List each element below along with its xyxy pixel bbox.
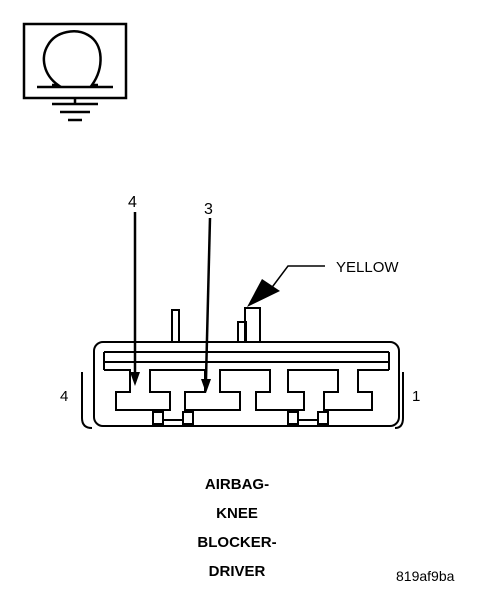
connector-end-label-left: 4 xyxy=(60,388,68,405)
yellow-latch xyxy=(244,307,261,343)
pin-callouts xyxy=(130,212,325,393)
connector-end-label-right: 1 xyxy=(412,388,420,405)
connector-right-lip xyxy=(394,372,404,429)
ohmmeter-ground-icon xyxy=(22,22,128,122)
wire-color-label: YELLOW xyxy=(336,259,399,276)
caption-line-4: DRIVER xyxy=(208,563,266,580)
pin-4-arrowhead xyxy=(130,372,140,386)
locking-tab xyxy=(317,411,329,425)
pin-3-arrow-line xyxy=(204,217,212,380)
figure-id: 819af9ba xyxy=(396,568,455,584)
pin-callout-right-label: 3 xyxy=(204,201,213,218)
caption-line-1: AIRBAG- xyxy=(204,476,270,493)
pin-callout-left-label: 4 xyxy=(128,194,137,211)
yellow-leader-arrowhead xyxy=(247,279,280,307)
locking-tab xyxy=(152,411,164,425)
connector-outer-shell xyxy=(93,341,400,427)
yellow-latch-step xyxy=(237,321,247,343)
pin-3-arrowhead xyxy=(201,379,211,393)
locking-tab xyxy=(182,411,194,425)
connector-left-lip xyxy=(81,372,93,429)
locking-tab xyxy=(287,411,299,425)
terminal-cavities xyxy=(104,369,389,411)
omega-symbol xyxy=(42,30,102,87)
caption-line-2: KNEE xyxy=(216,505,258,522)
caption-line-3: BLOCKER- xyxy=(197,534,277,551)
connector-body xyxy=(81,307,404,429)
connector-key-post xyxy=(171,309,180,343)
yellow-leader-line xyxy=(269,265,325,291)
